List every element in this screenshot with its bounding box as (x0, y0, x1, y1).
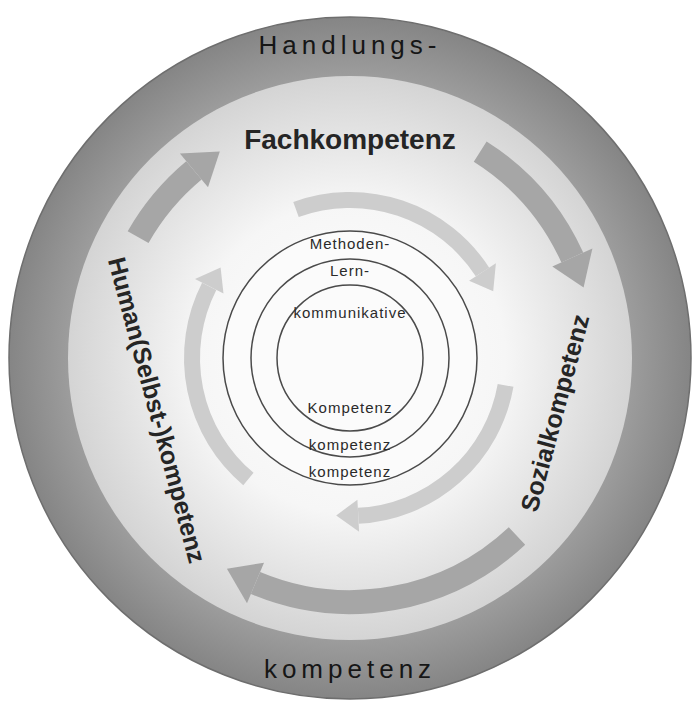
inner-ring: Methoden-kompetenz Lern-kompetenz kommunik… (222, 230, 478, 486)
arrow-head (552, 248, 592, 287)
outer-circle (9, 17, 691, 699)
swirl-head (336, 500, 359, 532)
ring-label: Kompetenz (308, 399, 393, 416)
ring-circle (251, 259, 449, 457)
swirl-arcs (192, 200, 506, 516)
ring-title: kompetenz (264, 655, 436, 685)
arrow-band (256, 536, 518, 602)
outer-ring: Handlungs-kompetenz FachkompetenzSozialk… (8, 16, 692, 700)
core-circle: kommunikativeKompetenz (276, 284, 424, 432)
ring-circle (277, 285, 423, 431)
arrow-head (180, 152, 220, 188)
swirl-head (195, 267, 224, 293)
cycle-arrow (480, 152, 592, 288)
ring-label: kompetenz (309, 463, 391, 480)
inner-ring: Lern-kompetenz kommunikativeKompetenz (250, 258, 450, 458)
ring-label: Methoden- (310, 235, 391, 252)
ring-title: Handlungs- (259, 31, 442, 61)
arrow-band (480, 152, 572, 258)
swirl-head (469, 263, 496, 291)
ring-circle (223, 231, 477, 485)
ring-label: kompetenz (309, 436, 391, 453)
arrow-band (138, 170, 194, 237)
ring-label: kommunikative (293, 304, 406, 321)
competence-label: Fachkompetenz (244, 124, 456, 156)
competence-arrow-label: Fachkompetenz (238, 122, 462, 158)
ring-label: Lern- (330, 262, 370, 279)
cycle-arrow (227, 536, 517, 603)
light-band (68, 76, 632, 640)
arrow-head (227, 563, 264, 604)
cycle-arrow (138, 152, 220, 238)
